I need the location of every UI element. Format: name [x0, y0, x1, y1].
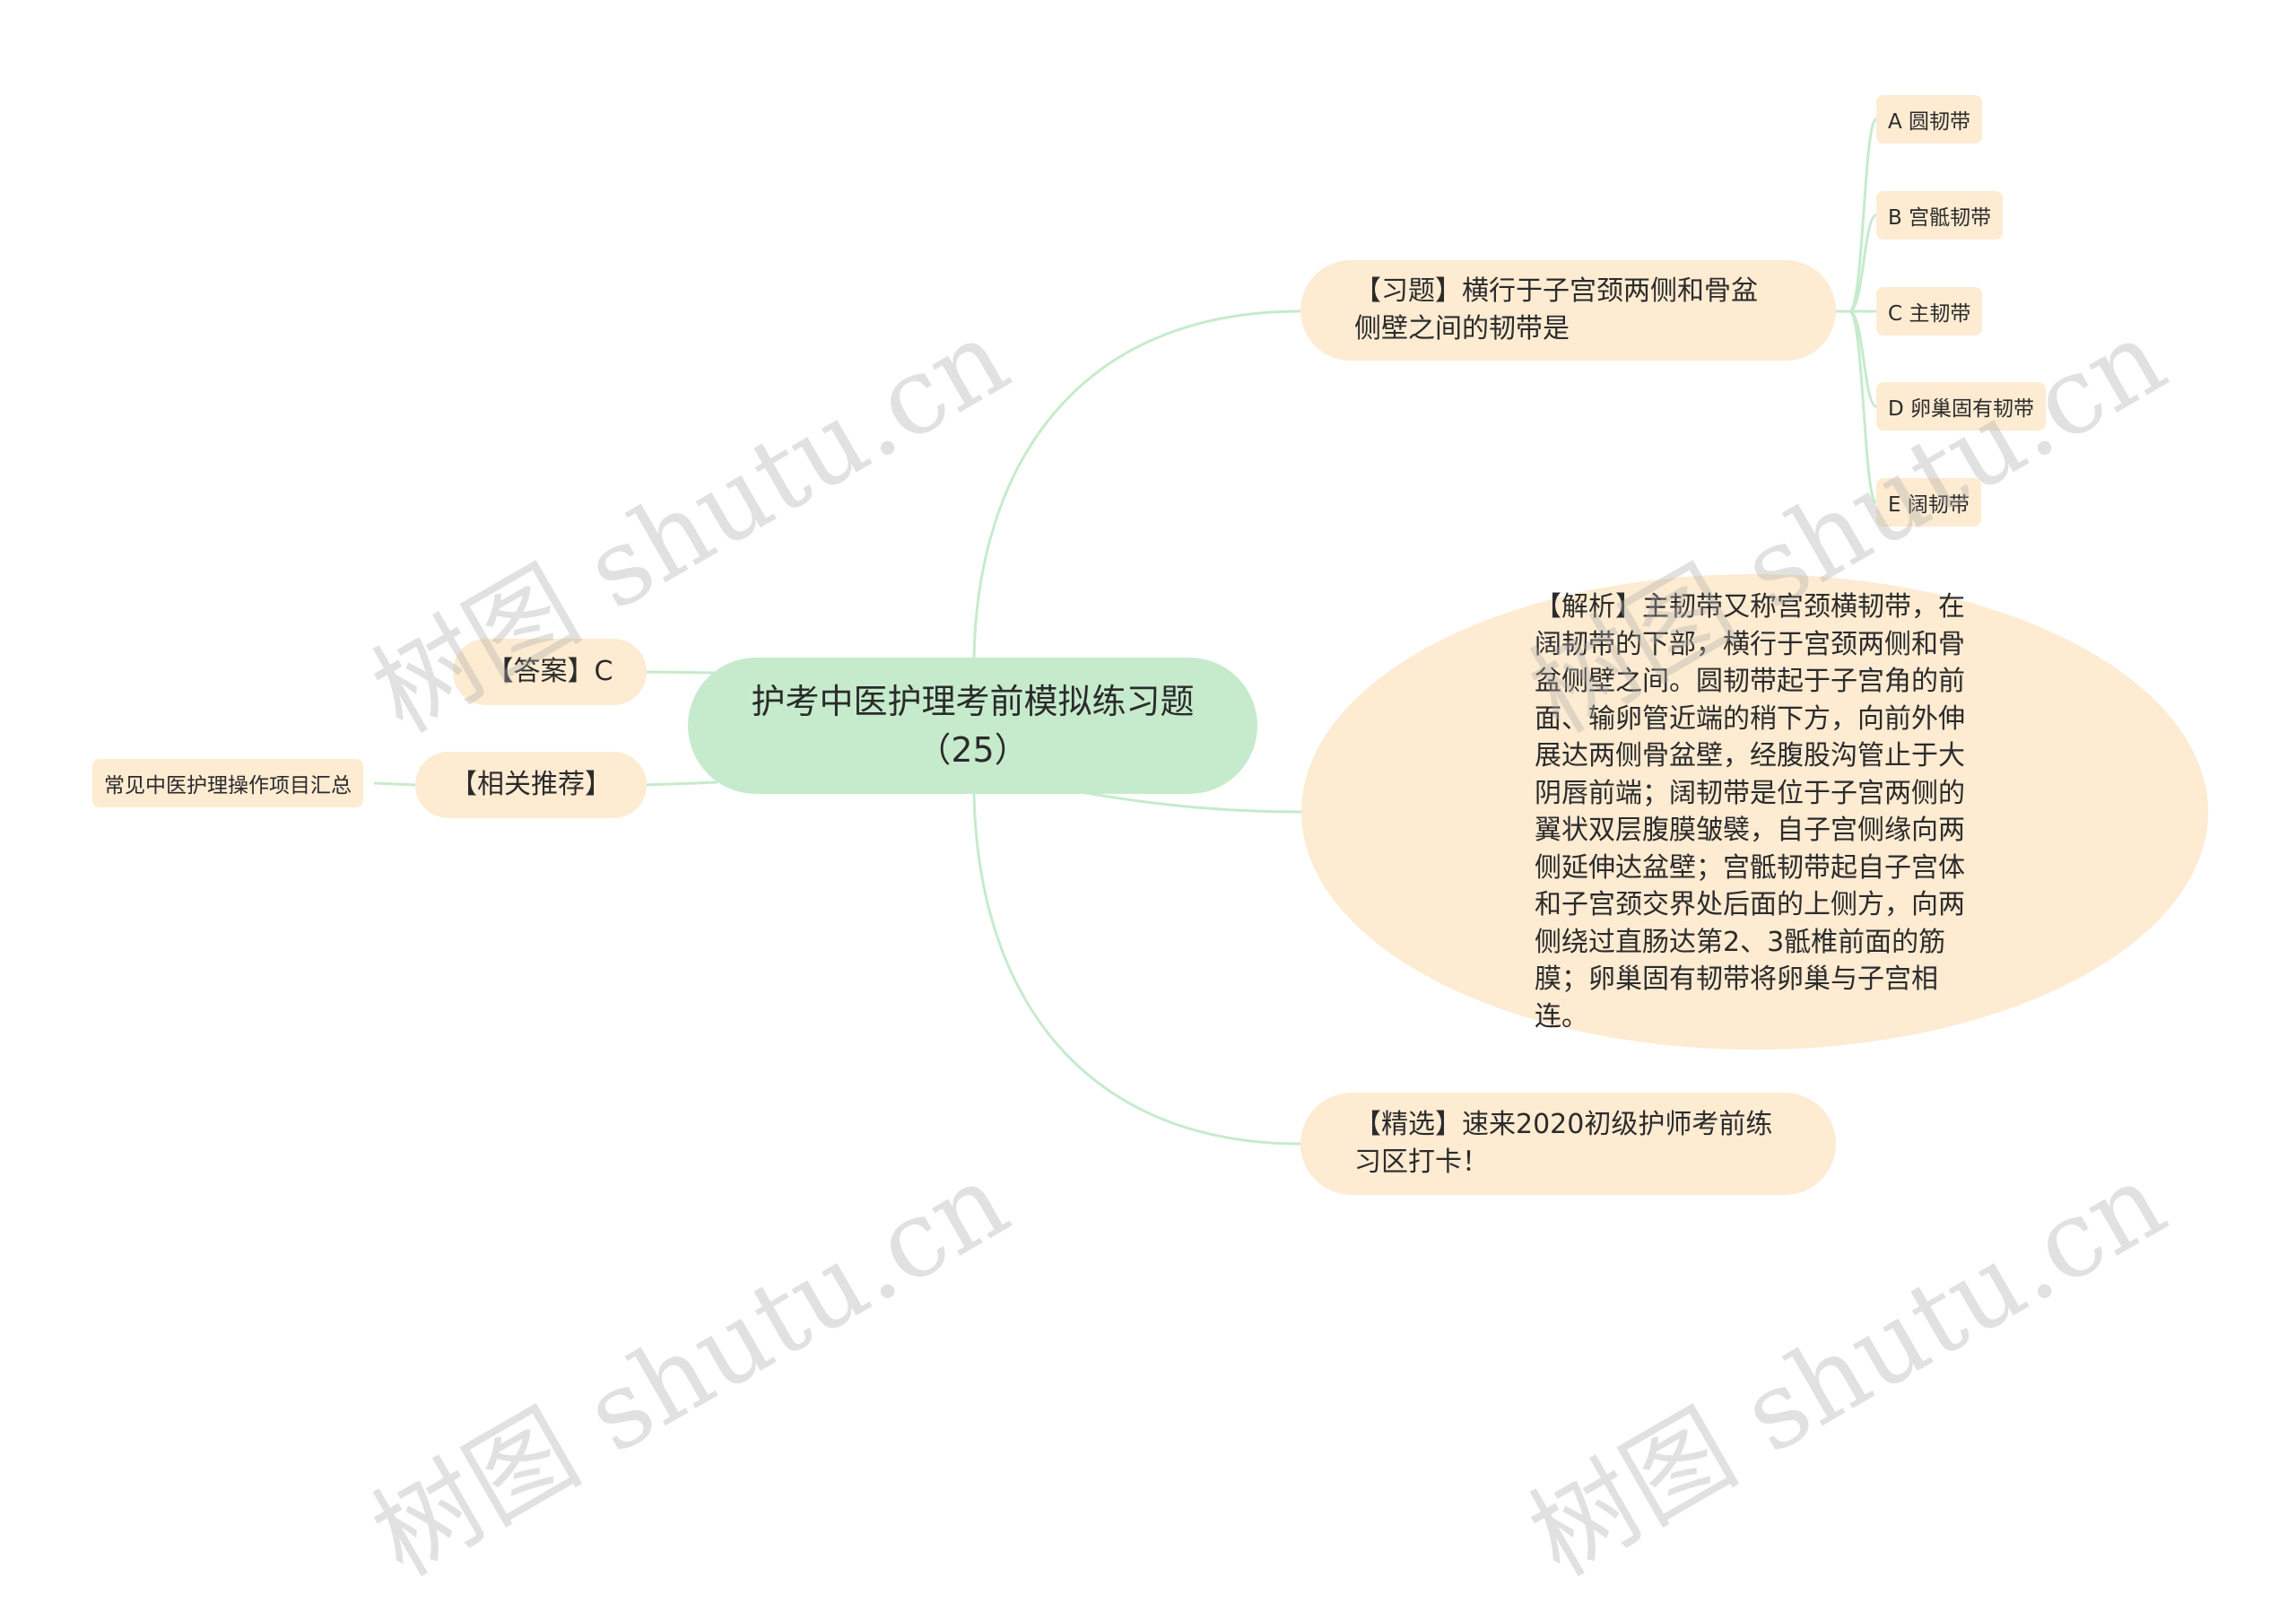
analysis-label: 【解析】主韧带又称宫颈横韧带，在阔韧带的下部，横行于宫颈两侧和骨盆侧壁之间。圆韧…	[1535, 591, 1965, 1033]
option-e-label: E 阔韧带	[1888, 493, 1970, 517]
root-topic[interactable]: 护考中医护理考前模拟练习题（25）	[688, 658, 1257, 794]
option-b-label: B 宫骶韧带	[1888, 206, 1992, 230]
link-question-optA	[1836, 118, 1878, 313]
link-question-optB	[1848, 214, 1877, 313]
option-c-node[interactable]: C 主韧带	[1876, 287, 1983, 336]
option-d-node[interactable]: D 卵巢固有韧带	[1876, 382, 2047, 431]
question-label: 【习题】横行于子宫颈两侧和骨盆侧壁之间的韧带是	[1354, 275, 1758, 344]
option-c-label: C 主韧带	[1888, 302, 1971, 326]
link-root-analysis	[1075, 789, 1302, 814]
option-e-node[interactable]: E 阔韧带	[1876, 478, 1981, 527]
recommend-label: 【相关推荐】	[450, 769, 612, 800]
link-root-question	[972, 309, 1301, 658]
link-root-selected	[972, 793, 1301, 1146]
recommend-node[interactable]: 【相关推荐】	[415, 752, 647, 818]
recommend-child-label: 常见中医护理操作项目汇总	[104, 774, 352, 798]
link-root-answer	[646, 670, 718, 675]
selected-label: 【精选】速来2020初级护师考前练习区打卡！	[1354, 1109, 1773, 1178]
link-question-optE	[1848, 309, 1878, 504]
question-node[interactable]: 【习题】横行于子宫颈两侧和骨盆侧壁之间的韧带是	[1300, 260, 1836, 361]
connector-lines	[373, 118, 1878, 1146]
option-d-label: D 卵巢固有韧带	[1888, 397, 2035, 421]
answer-label: 【答案】C	[486, 656, 613, 687]
answer-node[interactable]: 【答案】C	[453, 639, 647, 705]
recommend-child-node[interactable]: 常见中医护理操作项目汇总	[92, 759, 363, 807]
analysis-node[interactable]: 【解析】主韧带又称宫颈横韧带，在阔韧带的下部，横行于宫颈两侧和骨盆侧壁之间。圆韧…	[1301, 574, 2208, 1050]
selected-node[interactable]: 【精选】速来2020初级护师考前练习区打卡！	[1300, 1093, 1836, 1195]
option-a-node[interactable]: A 圆韧带	[1876, 95, 1983, 144]
option-b-node[interactable]: B 宫骶韧带	[1876, 191, 2004, 240]
option-a-label: A 圆韧带	[1888, 110, 1971, 134]
link-root-recommend	[646, 780, 718, 787]
link-recommend-child	[373, 781, 416, 787]
root-topic-label: 护考中医护理考前模拟练习题（25）	[751, 682, 1195, 770]
